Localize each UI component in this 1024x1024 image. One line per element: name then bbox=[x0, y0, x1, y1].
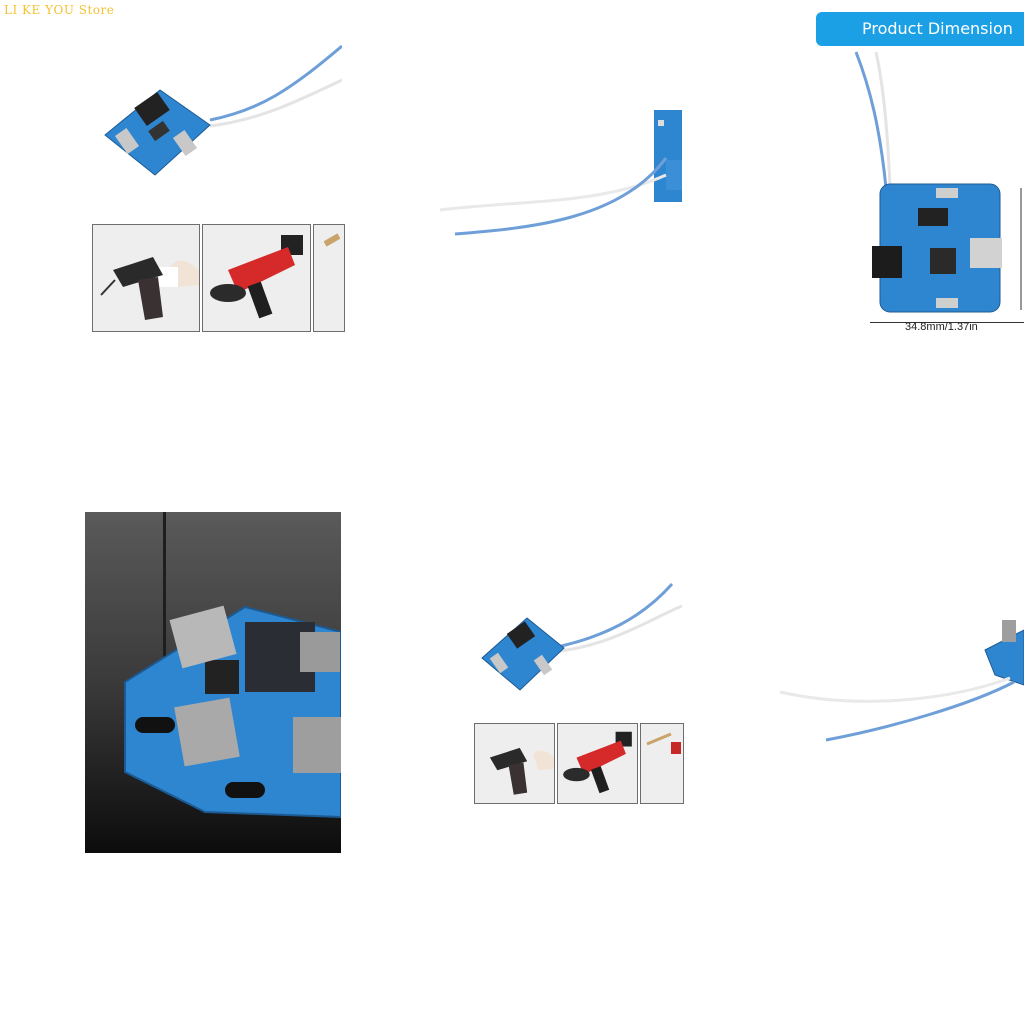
product-photo-board-with-wires-2 bbox=[472, 578, 682, 696]
dimension-width-label: 34.8mm/1.37in bbox=[905, 321, 978, 333]
angle-grinder-icon bbox=[203, 225, 310, 331]
thumbnail-glue-gun-2 bbox=[474, 723, 555, 804]
angle-grinder-icon bbox=[558, 724, 637, 803]
spray-gun-icon bbox=[641, 724, 683, 803]
thumbnail-spray-gun bbox=[313, 224, 345, 332]
thumbnail-spray-gun-2 bbox=[640, 723, 684, 804]
product-photo-wires-closeup bbox=[430, 100, 682, 250]
dimension-width-arrow bbox=[870, 322, 1024, 323]
product-photo-board-with-wires bbox=[90, 40, 342, 200]
product-dimension-diagram bbox=[850, 48, 1024, 320]
spray-gun-icon bbox=[314, 225, 344, 331]
glue-gun-icon bbox=[93, 225, 199, 331]
store-watermark: LI KE YOU Store bbox=[4, 3, 115, 17]
product-photo-closeup-dark bbox=[85, 512, 341, 853]
product-dimension-banner: Product Dimension bbox=[816, 12, 1024, 46]
product-photo-wires-to-board bbox=[770, 610, 1024, 750]
glue-gun-icon bbox=[475, 724, 554, 803]
thumbnail-angle-grinder-2 bbox=[557, 723, 638, 804]
thumbnail-angle-grinder bbox=[202, 224, 311, 332]
thumbnail-glue-gun bbox=[92, 224, 200, 332]
